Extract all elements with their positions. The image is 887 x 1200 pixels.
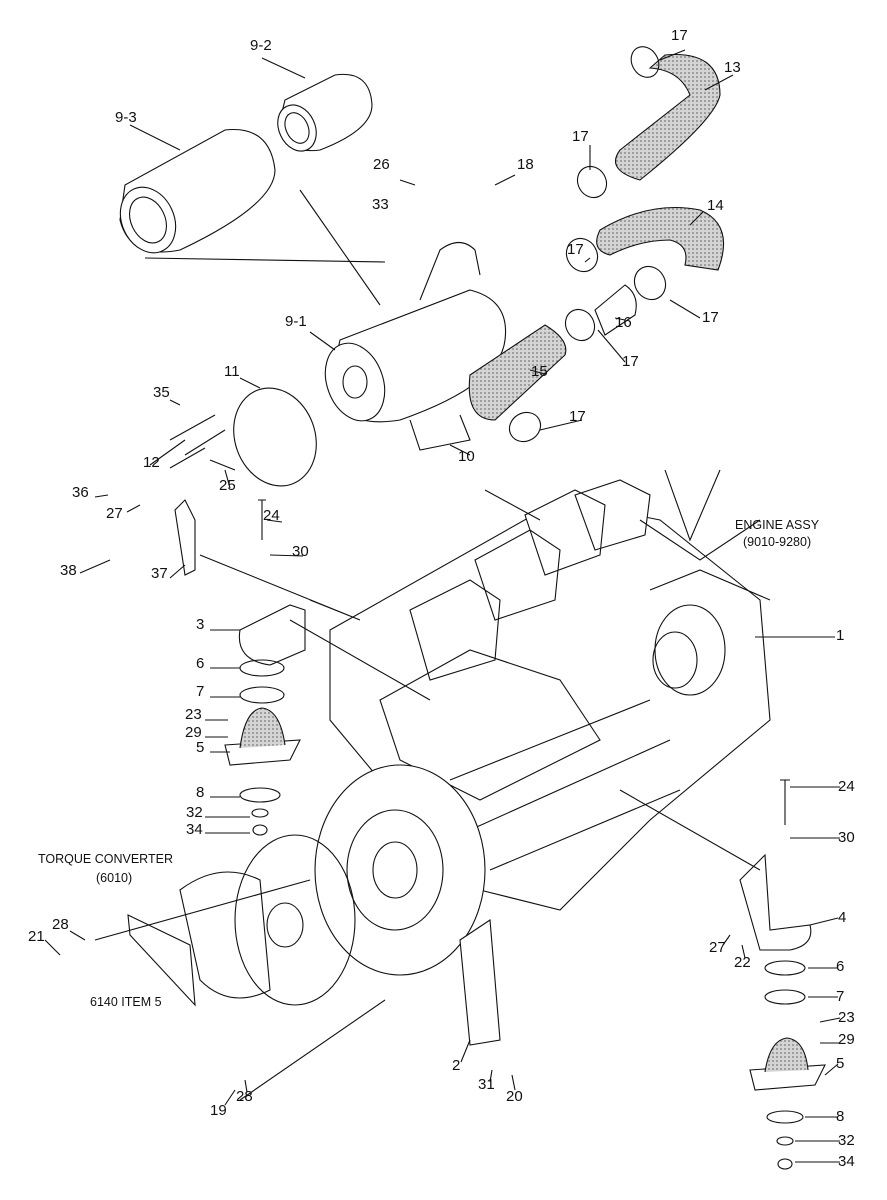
callout-19: 19	[210, 1102, 227, 1119]
callout-29: 29	[838, 1031, 855, 1048]
callout-6: 6	[196, 655, 205, 672]
item-ref-note: 6140 ITEM 5	[90, 995, 162, 1009]
callout-34: 34	[186, 821, 203, 838]
callout-32: 32	[186, 804, 203, 821]
callout-23: 23	[185, 706, 202, 723]
callout-13: 13	[724, 59, 741, 76]
callout-14: 14	[707, 197, 724, 214]
callout-34: 34	[838, 1153, 855, 1170]
callout-5: 5	[196, 739, 205, 756]
callout-35: 35	[153, 384, 170, 401]
callout-8: 8	[836, 1108, 845, 1125]
callout-27: 27	[106, 505, 123, 522]
callout-2: 2	[452, 1057, 461, 1074]
callout-20: 20	[506, 1088, 523, 1105]
air-cleaner-housing	[324, 241, 507, 451]
callout-30: 30	[838, 829, 855, 846]
callout-6: 6	[836, 958, 845, 975]
callout-37: 37	[151, 565, 168, 582]
flywheel-housing	[179, 764, 486, 1006]
callout-10: 10	[458, 448, 475, 465]
callout-12: 12	[143, 454, 160, 471]
filter-element-inner	[277, 73, 373, 152]
callout-9-1: 9-1	[285, 313, 307, 330]
callout-33: 33	[372, 196, 389, 213]
callout-15: 15	[531, 363, 548, 380]
callout-17: 17	[569, 408, 586, 425]
callout-17: 17	[567, 241, 584, 258]
bracket-2	[459, 919, 501, 1046]
callout-28: 28	[236, 1088, 253, 1105]
callout-18: 18	[517, 156, 534, 173]
callout-9-3: 9-3	[115, 109, 137, 126]
callout-25: 25	[219, 477, 236, 494]
callout-29: 29	[185, 724, 202, 741]
callout-23: 23	[838, 1009, 855, 1026]
callout-28: 28	[52, 916, 69, 933]
callout-17: 17	[622, 353, 639, 370]
hose-clamps	[508, 46, 667, 443]
callout-7: 7	[196, 683, 205, 700]
torque-plate	[127, 914, 196, 1007]
hose-15	[468, 324, 567, 421]
callout-22: 22	[734, 954, 751, 971]
callout-32: 32	[838, 1132, 855, 1149]
callout-21: 21	[28, 928, 45, 945]
callout-9-2: 9-2	[250, 37, 272, 54]
callout-38: 38	[60, 562, 77, 579]
leader-lines	[44, 49, 841, 1163]
callout-36: 36	[72, 484, 89, 501]
filter-element-outer	[119, 128, 276, 254]
bracket-37	[174, 499, 196, 576]
callout-17: 17	[572, 128, 589, 145]
callout-31: 31	[478, 1076, 495, 1093]
callout-4: 4	[838, 909, 847, 926]
engine-mount-right	[749, 779, 826, 1170]
callout-11: 11	[224, 363, 240, 380]
engine-assy-note: ENGINE ASSY	[735, 518, 820, 532]
torque-converter-ref: (6010)	[96, 871, 133, 885]
callout-1: 1	[836, 627, 845, 644]
bracket-4	[739, 853, 812, 951]
callout-30: 30	[292, 543, 309, 560]
hose-14	[596, 206, 725, 271]
mounting-band	[233, 387, 317, 487]
callout-24: 24	[263, 507, 280, 524]
torque-converter-note: TORQUE CONVERTER	[38, 852, 173, 866]
callout-17: 17	[702, 309, 719, 326]
callout-8: 8	[196, 784, 205, 801]
callout-17: 17	[671, 27, 688, 44]
callout-3: 3	[196, 616, 205, 633]
callout-7: 7	[836, 988, 845, 1005]
hose-13	[615, 53, 721, 181]
callout-16: 16	[615, 314, 632, 331]
callout-27: 27	[709, 939, 726, 956]
callout-24: 24	[838, 778, 855, 795]
callout-5: 5	[836, 1055, 845, 1072]
callout-26: 26	[373, 156, 390, 173]
engine-assy-ref: (9010-9280)	[743, 535, 812, 549]
pipe-16	[594, 284, 637, 336]
bracket-3	[238, 604, 306, 666]
